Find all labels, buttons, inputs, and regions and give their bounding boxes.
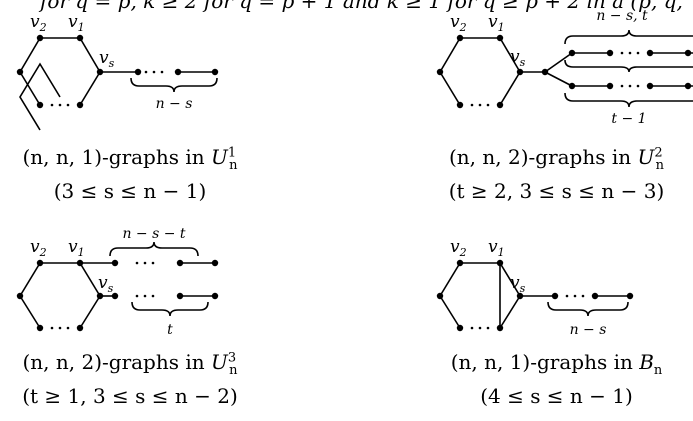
truncated-top-text: for q = p, k ≥ 2 for q = p + 1 and k ≥ 1… bbox=[0, 0, 693, 22]
brace-n-minus-s-minus-t bbox=[109, 241, 199, 257]
caption-u2: (n, n, 2)-graphs in U2n (t ≥ 2, 3 ≤ s ≤ … bbox=[420, 145, 693, 203]
label-vs: vs bbox=[510, 273, 526, 295]
label-v1: v1 bbox=[68, 12, 85, 34]
caption-title: (n, n, 1)-graphs in U1n bbox=[22, 145, 238, 173]
label-v1: v1 bbox=[488, 237, 505, 259]
brace-label-n-minus-s-t: n − s, t bbox=[596, 8, 648, 24]
label-vs: vs bbox=[98, 273, 114, 295]
label-v2: v2 bbox=[450, 237, 467, 259]
brace-lower bbox=[564, 92, 693, 108]
caption-title: (n, n, 2)-graphs in U2n bbox=[448, 145, 665, 173]
caption-condition: (t ≥ 2, 3 ≤ s ≤ n − 3) bbox=[448, 179, 665, 203]
label-v2: v2 bbox=[30, 237, 47, 259]
brace-t bbox=[131, 301, 209, 317]
brace-label-n-minus-s: n − s bbox=[156, 96, 193, 112]
caption-condition: (3 ≤ s ≤ n − 1) bbox=[53, 179, 207, 203]
label-v2: v2 bbox=[30, 12, 47, 34]
panel-bn-graph bbox=[439, 262, 630, 329]
brace-middle bbox=[564, 59, 693, 73]
brace-label-t: t bbox=[167, 322, 173, 338]
label-v1: v1 bbox=[68, 237, 85, 259]
caption-title: (n, n, 1)-graphs in Bn bbox=[450, 350, 663, 378]
brace-label-t-minus-1: t − 1 bbox=[611, 111, 646, 127]
panel-u2-graph bbox=[439, 29, 693, 108]
caption-u3: (n, n, 2)-graphs in U3n (t ≥ 1, 3 ≤ s ≤ … bbox=[0, 350, 260, 408]
hexagon-edges bbox=[19, 62, 61, 131]
brace-n-minus-s bbox=[130, 77, 218, 93]
caption-bn: (n, n, 1)-graphs in Bn (4 ≤ s ≤ n − 1) bbox=[420, 350, 693, 408]
ellipsis-dots bbox=[50, 51, 640, 330]
caption-u1: (n, n, 1)-graphs in U1n (3 ≤ s ≤ n − 1) bbox=[0, 145, 260, 203]
panel-u3-graph bbox=[19, 241, 215, 329]
label-vs: vs bbox=[510, 47, 526, 69]
panel-u1-graph bbox=[19, 37, 218, 131]
brace-upper bbox=[564, 29, 693, 45]
label-v1: v1 bbox=[488, 12, 505, 34]
vertices bbox=[16, 34, 692, 332]
top-strip-text: for q = p, k ≥ 2 for q = p + 1 and k ≥ 1… bbox=[40, 0, 683, 13]
caption-title: (n, n, 2)-graphs in U3n bbox=[22, 350, 238, 378]
caption-condition: (4 ≤ s ≤ n − 1) bbox=[480, 384, 633, 408]
brace-label-n-minus-s-minus-t: n − s − t bbox=[122, 226, 185, 242]
label-v2: v2 bbox=[450, 12, 467, 34]
label-vs: vs bbox=[99, 48, 115, 70]
brace-label-n-minus-s-b: n − s bbox=[570, 322, 607, 338]
brace-n-minus-s-b bbox=[547, 301, 629, 317]
caption-condition: (t ≥ 1, 3 ≤ s ≤ n − 2) bbox=[22, 384, 238, 408]
